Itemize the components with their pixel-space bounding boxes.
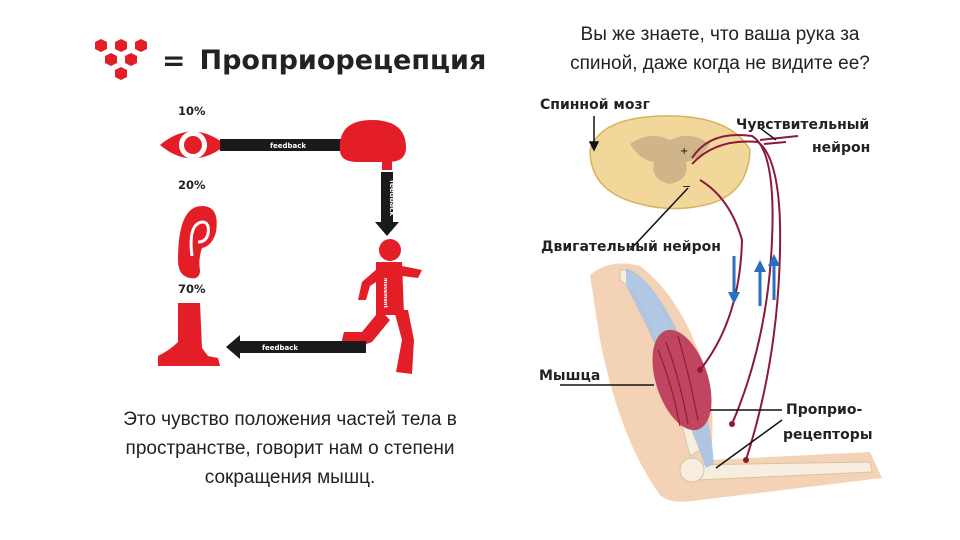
page-title: Проприорецепция [199,44,487,76]
minus-sign: − [682,180,691,193]
right-question-line-2: спиной, даже когда не видите ее? [570,53,870,74]
spinal-cord-illustration [589,115,751,210]
feedback-label-bottom: feedback [262,344,298,352]
label-muscle: Мышца [539,368,601,384]
label-sensory-neuron-2: нейрон [812,140,871,156]
feedback-label-top: feedback [270,142,306,150]
eye-icon [160,131,226,159]
label-proprioceptors-2: рецепторы [783,427,873,443]
label-spinal-cord: Спинной мозг [540,97,650,113]
nerve-endings [697,367,749,463]
left-caption-line-2: пространстве, говорит нам о степени [125,438,455,459]
percent-leg: 70% [178,282,206,296]
signal-direction-arrows [728,254,780,306]
anatomy-illustration: + − [560,115,882,502]
equals-sign: = [162,43,186,77]
feedback-arrow-bottom: feedback [226,335,366,359]
movement-label: movement [382,278,388,308]
left-caption-line-3: сокращения мышц. [204,467,376,488]
left-caption-line-1: Это чувство положения частей тела в [123,409,457,430]
muscle-illustration [626,268,714,468]
label-motor-neuron: Двигательный нейрон [541,239,721,255]
label-proprioceptors-1: Проприо- [786,402,863,418]
percent-eye: 10% [178,104,206,118]
percent-ear: 20% [178,178,206,192]
running-body-icon: movement [340,239,422,374]
right-question: Вы же знаете, что ваша рука за спиной, д… [540,20,900,78]
right-question-line-1: Вы же знаете, что ваша рука за [580,24,860,45]
feedback-label-vertical: feedback [388,180,396,216]
brain-icon [339,120,406,170]
label-sensory-neuron-1: Чувствительный [736,117,870,133]
ear-icon [178,206,217,279]
plus-sign: + [680,146,688,157]
title: = Проприорецепция [150,36,486,84]
left-caption: Это чувство положения частей тела в прос… [80,405,500,492]
leg-icon [158,303,220,366]
label-leader-lines [560,116,783,469]
feedback-diagram: feedback feedback movement feedback [158,120,422,374]
hexagon-logo [95,39,147,80]
nerve-fibers [691,134,799,461]
feedback-arrow-vertical: feedback [375,172,399,236]
